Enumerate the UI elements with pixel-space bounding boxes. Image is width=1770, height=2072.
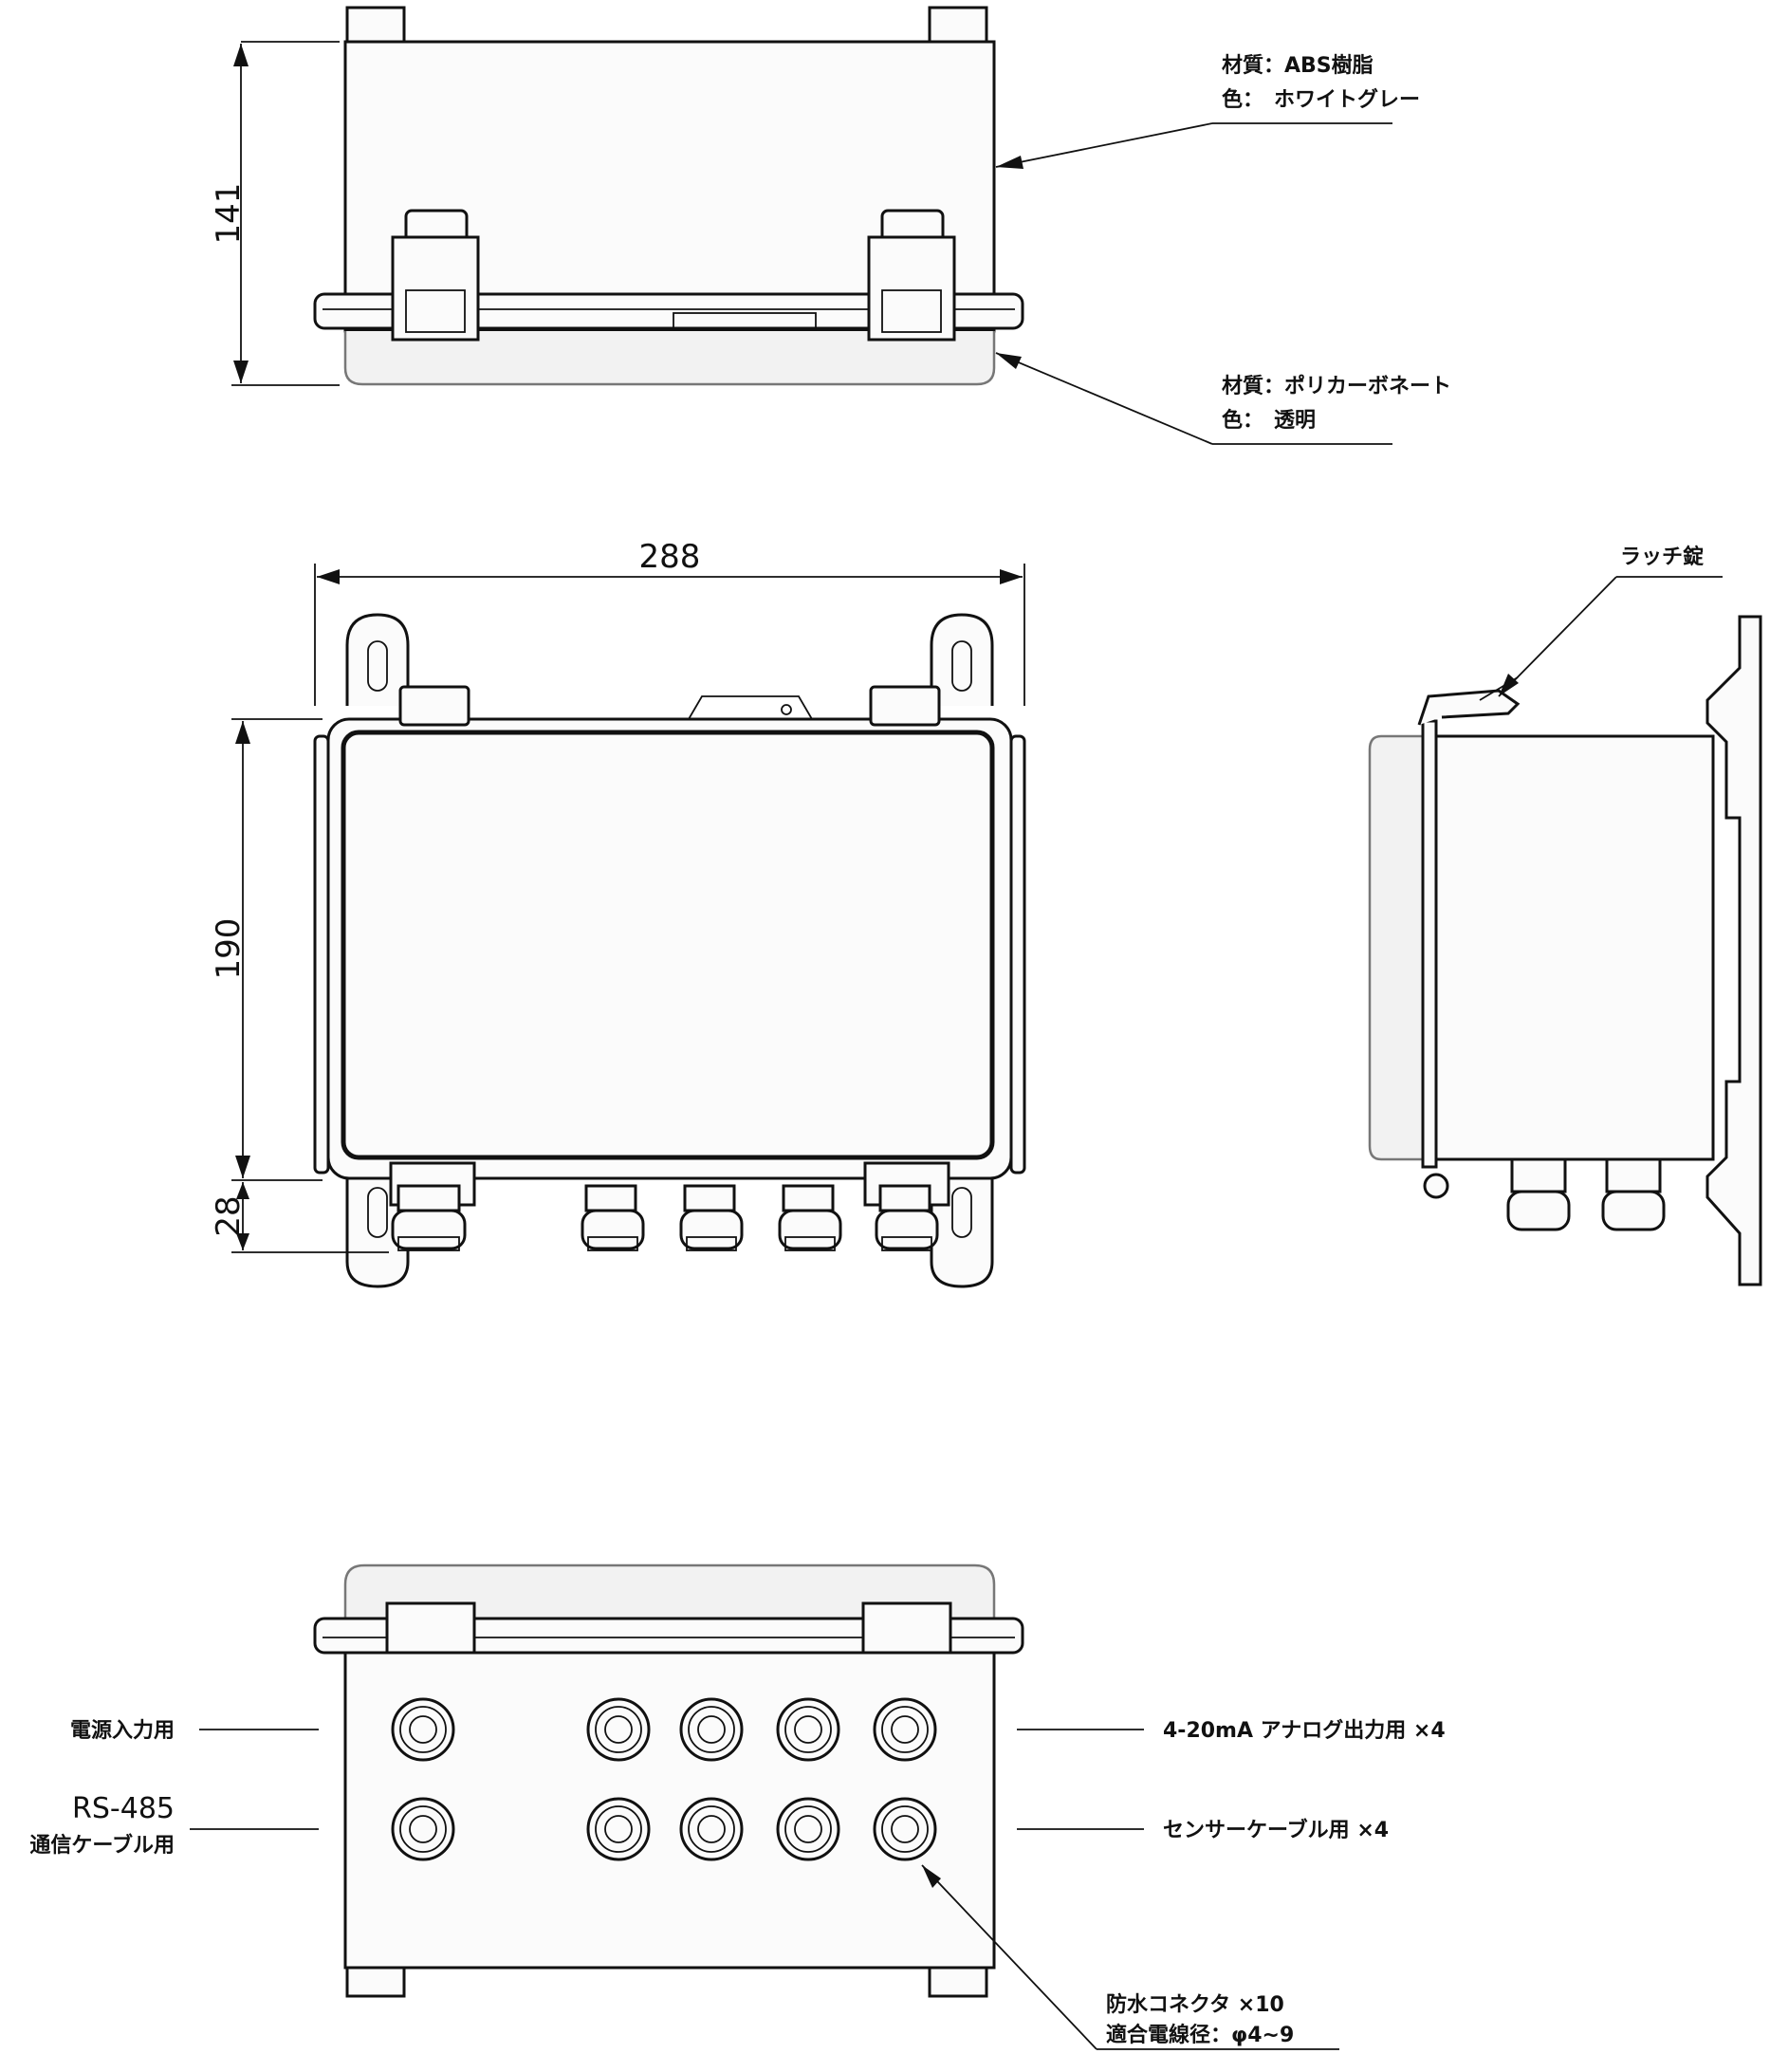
side-gland bbox=[1601, 1157, 1666, 1231]
latch-label: ラッチ錠 bbox=[1620, 545, 1704, 569]
top-view-latch-right bbox=[867, 209, 956, 342]
top-view-cover bbox=[343, 331, 996, 386]
connector-row-top bbox=[391, 1697, 937, 1762]
front-view-rail-left bbox=[313, 734, 330, 1175]
top-view-height-dimension: 141 bbox=[210, 183, 248, 245]
front-view-width-dimension: 288 bbox=[639, 538, 701, 576]
connector-port bbox=[776, 1697, 840, 1762]
connector-port bbox=[873, 1797, 937, 1861]
top-view-hinge-left bbox=[345, 6, 406, 44]
lid-material-label: 材質：ABS樹脂 bbox=[1222, 53, 1374, 78]
side-view-body bbox=[1434, 734, 1715, 1161]
analog-output-label: 4-20mA アナログ出力用 ×4 bbox=[1163, 1718, 1446, 1743]
front-view-glands bbox=[391, 1184, 939, 1251]
front-view-top-tab bbox=[688, 695, 813, 720]
connector-port bbox=[679, 1697, 744, 1762]
connector-port bbox=[586, 1697, 651, 1762]
front-gland bbox=[778, 1184, 842, 1251]
front-gland bbox=[391, 1184, 467, 1251]
rs485-sub-label: 通信ケーブル用 bbox=[29, 1833, 175, 1858]
cover-color-label: 色： 透明 bbox=[1222, 408, 1316, 433]
side-gland bbox=[1506, 1157, 1571, 1231]
front-view-latch-right bbox=[869, 685, 941, 727]
side-view-hinge bbox=[1423, 1173, 1449, 1199]
mounting-ear-top-left bbox=[345, 613, 410, 706]
connector-port bbox=[679, 1797, 744, 1861]
rs485-label: RS-485 bbox=[72, 1792, 175, 1825]
cover-material-label: 材質：ポリカーボネート bbox=[1222, 374, 1451, 398]
connector-port bbox=[391, 1797, 455, 1861]
front-view-body bbox=[326, 717, 1013, 1180]
front-view-rail-right bbox=[1009, 734, 1026, 1175]
front-view-latch-left bbox=[398, 685, 470, 727]
lid-color-label: 色： ホワイトグレー bbox=[1222, 87, 1420, 112]
sensor-cable-label: センサーケーブル用 ×4 bbox=[1163, 1818, 1389, 1842]
front-view: 288 190 28 bbox=[210, 538, 1026, 1288]
connector-count-label: 防水コネクタ ×10 bbox=[1106, 1993, 1284, 2017]
front-view-height-dimension: 190 bbox=[210, 918, 248, 980]
side-view-latch bbox=[1417, 676, 1521, 726]
bottom-view-cover bbox=[343, 1563, 996, 1622]
front-view-gland-dimension: 28 bbox=[210, 1195, 248, 1236]
connector-port bbox=[586, 1797, 651, 1861]
top-view-latch-left bbox=[391, 209, 480, 342]
connector-port bbox=[776, 1797, 840, 1861]
power-input-label: 電源入力用 bbox=[70, 1719, 175, 1743]
wire-diameter-label: 適合電線径：φ4~9 bbox=[1106, 2023, 1294, 2047]
side-view-cover bbox=[1368, 734, 1436, 1161]
front-gland bbox=[679, 1184, 744, 1251]
top-view-center-plate bbox=[673, 312, 817, 331]
side-view-bracket bbox=[1705, 615, 1762, 1286]
front-gland bbox=[875, 1184, 939, 1251]
top-view-hinge-right bbox=[928, 6, 988, 44]
connector-port bbox=[873, 1697, 937, 1762]
top-view: 141 材質：ABS樹脂 色： ホワイトグレー 材質：ポリカーボネート 色： 透… bbox=[210, 6, 1451, 445]
side-view: ラッチ錠 bbox=[1368, 545, 1762, 1286]
top-view-flange bbox=[313, 292, 1024, 330]
front-view-lid bbox=[341, 730, 995, 1160]
connector-port bbox=[391, 1697, 455, 1762]
bottom-view: 電源入力用 RS-485 通信ケーブル用 4-20mA アナログ出力用 ×4 セ… bbox=[29, 1563, 1446, 2050]
connector-row-bottom bbox=[391, 1797, 937, 1861]
mounting-ear-top-right bbox=[930, 613, 994, 706]
front-gland bbox=[581, 1184, 645, 1251]
